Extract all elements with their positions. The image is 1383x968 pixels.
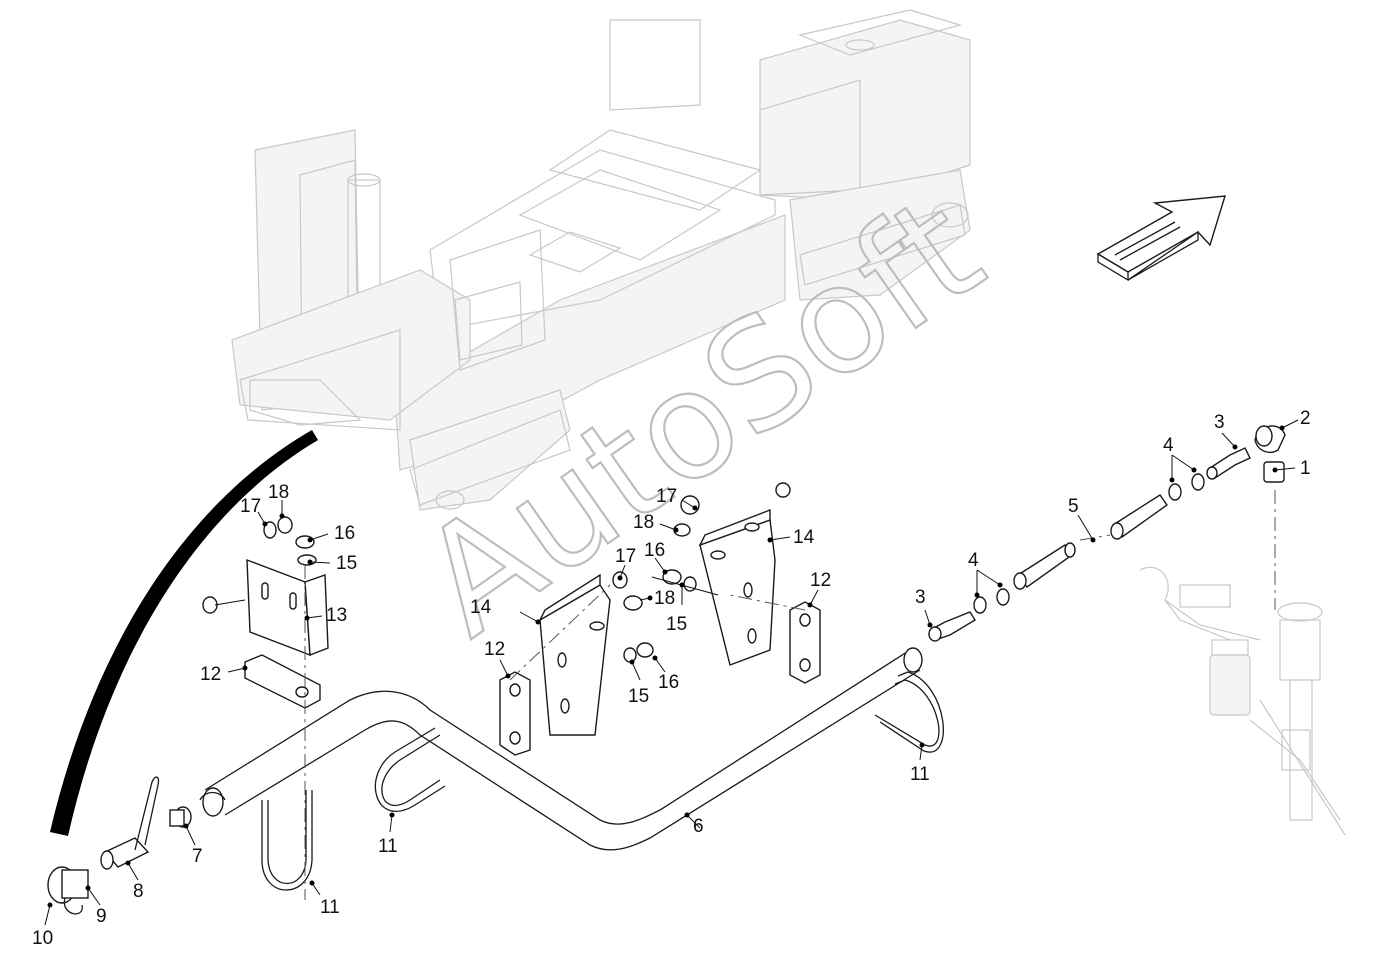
svg-text:5: 5 [1068,496,1079,517]
svg-text:14: 14 [793,527,815,548]
callout-3b: 3 [915,587,933,628]
callout-18c: 18 [633,512,679,533]
callout-8: 8 [125,860,144,902]
svg-text:11: 11 [378,836,398,857]
plate-brackets [246,508,776,736]
svg-text:12: 12 [810,570,831,591]
callout-17c: 17 [656,486,698,511]
callout-11c: 11 [910,742,930,785]
callout-17b: 17 [615,546,636,581]
svg-text:6: 6 [693,816,704,837]
svg-text:3: 3 [915,587,926,608]
callout-12a: 12 [200,664,248,685]
svg-text:1: 1 [1300,458,1311,479]
pipe-clamps [244,601,821,756]
callout-6: 6 [684,812,704,837]
svg-text:7: 7 [192,846,203,867]
svg-text:8: 8 [133,881,144,902]
svg-text:16: 16 [334,523,355,544]
callout-15a: 15 [307,553,357,574]
svg-text:15: 15 [628,686,649,707]
direction-arrow-icon [1096,195,1226,282]
callout-14a: 14 [470,597,541,625]
callout-10: 10 [32,902,53,949]
callout-1: 1 [1272,458,1311,479]
callout-16b: 16 [644,540,668,575]
callout-3a: 3 [1214,412,1238,450]
svg-text:2: 2 [1300,408,1311,429]
callout-9: 9 [85,885,107,927]
svg-text:17: 17 [615,546,636,567]
svg-text:12: 12 [200,664,221,685]
callout-14b: 14 [767,527,815,548]
svg-text:14: 14 [470,597,492,618]
machine-chassis-ghost [231,9,971,511]
callout-12b: 12 [484,639,511,679]
callout-5: 5 [1068,496,1096,543]
hose-assembly [928,425,1286,642]
svg-text:3: 3 [1214,412,1225,433]
center-lines [304,534,1111,900]
callout-18a: 18 [268,482,289,519]
svg-text:9: 9 [96,906,107,927]
callout-15c: 15 [628,659,649,707]
svg-text:16: 16 [644,540,665,561]
callout-7: 7 [183,823,203,867]
filter-assembly-ghost [1139,566,1346,836]
callout-4a: 4 [1163,435,1197,483]
callout-17a: 17 [240,496,268,527]
svg-text:11: 11 [910,764,930,785]
u-bolts [261,671,944,891]
svg-text:12: 12 [484,639,505,660]
callout-2: 2 [1279,408,1311,431]
callout-16c: 16 [652,655,679,693]
svg-text:15: 15 [666,614,687,635]
svg-text:4: 4 [968,550,979,571]
callout-13: 13 [304,605,347,626]
callout-11a: 11 [309,880,340,918]
callout-16a: 16 [307,523,355,544]
svg-text:11: 11 [320,897,340,918]
svg-text:15: 15 [336,553,357,574]
main-pipe [199,647,923,851]
valve-assembly [47,776,192,915]
svg-text:16: 16 [658,672,679,693]
fasteners [202,482,791,663]
svg-text:10: 10 [32,928,53,949]
svg-text:4: 4 [1163,435,1174,456]
svg-text:18: 18 [268,482,289,503]
detail-arc [50,430,318,836]
svg-text:18: 18 [654,588,675,609]
svg-text:17: 17 [656,486,677,507]
svg-text:13: 13 [326,605,347,626]
callout-11b: 11 [378,812,398,857]
svg-text:17: 17 [240,496,261,517]
callout-12c: 12 [807,570,831,608]
svg-text:18: 18 [633,512,654,533]
callout-4b: 4 [968,550,1003,598]
callout-15b: 15 [666,582,687,635]
callout-18b: 18 [639,588,675,609]
